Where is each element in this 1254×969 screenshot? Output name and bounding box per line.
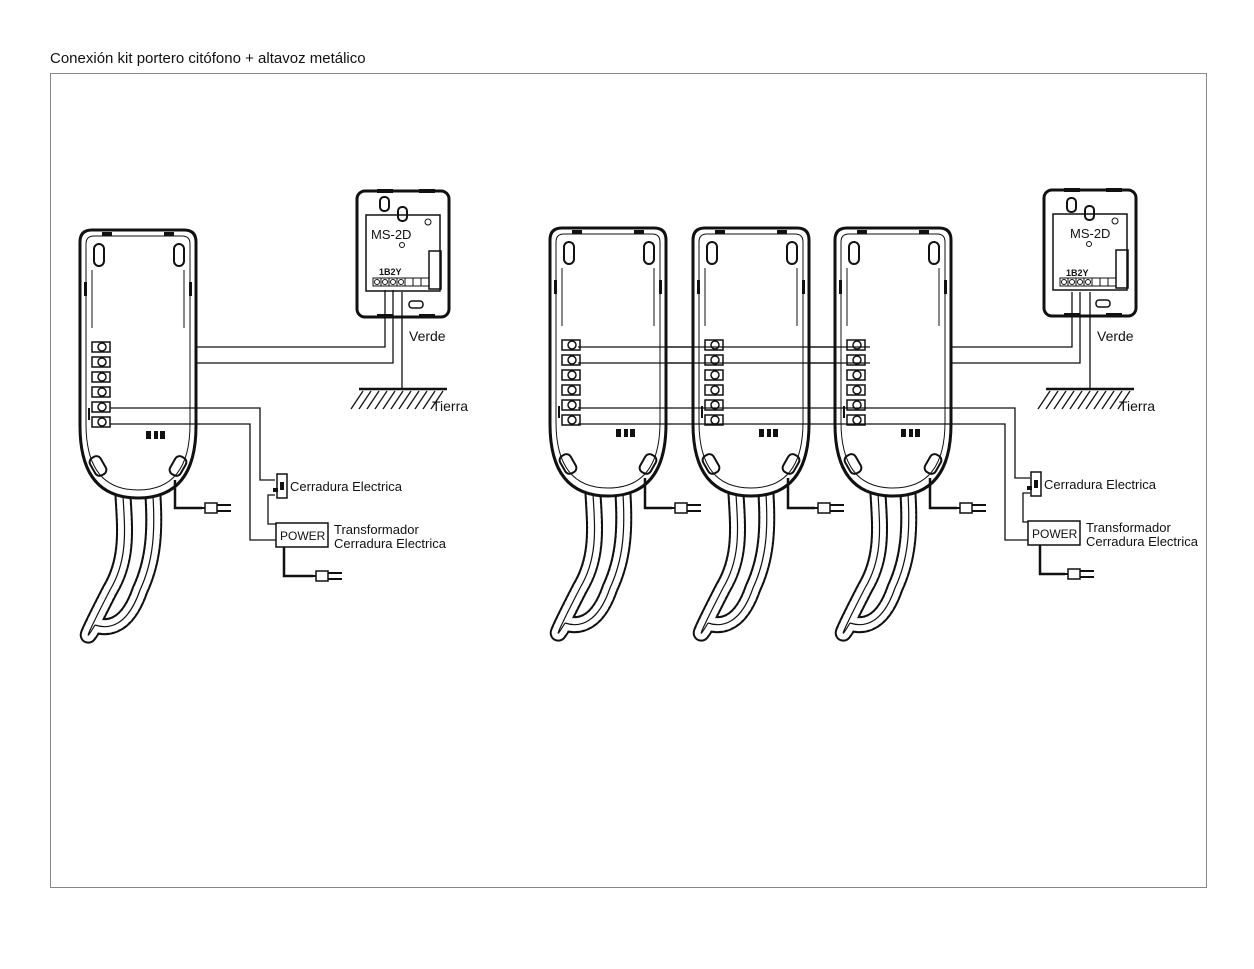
handset-intercom: [548, 226, 668, 633]
panel-terminal-label: 1B2Y: [1066, 268, 1089, 278]
power-plug-handset: [201, 502, 232, 514]
label-green: Verde: [1097, 328, 1134, 344]
panel-model-label: MS-2D: [371, 227, 411, 242]
power-plug-handset: [671, 502, 702, 514]
label-transformer-2: Cerradura Electrica: [1086, 534, 1199, 549]
label-ground: Tierra: [432, 398, 468, 414]
electric-lock: [272, 473, 288, 499]
panel-model-label: MS-2D: [1070, 226, 1110, 241]
page-title: Conexión kit portero citófono + altavoz …: [50, 50, 366, 67]
panel-terminal-label: 1B2Y: [379, 267, 402, 277]
label-lock: Cerradura Electrica: [290, 479, 403, 494]
power-box-label: POWER: [1032, 527, 1078, 541]
power-box-label: POWER: [280, 529, 326, 543]
power-transformer: POWER: [275, 522, 329, 548]
label-ground: Tierra: [1119, 398, 1155, 414]
power-plug-handset: [814, 502, 845, 514]
label-green: Verde: [409, 328, 446, 344]
wires-bus-right: [578, 346, 1050, 541]
wires-panel-left: [110, 290, 403, 389]
handset-intercom: [833, 226, 953, 633]
power-plug-transformer: [312, 570, 343, 582]
label-transformer-2: Cerradura Electrica: [334, 536, 447, 551]
power-transformer: POWER: [1027, 520, 1081, 546]
power-plug-handset: [956, 502, 987, 514]
diagram-frame: [50, 73, 1207, 888]
handset-intercom: [691, 226, 811, 633]
diagram-left: MS-2D 1B2Y Verde Tierra Cerradura Electr…: [78, 189, 468, 635]
label-transformer-1: Transformador: [334, 522, 419, 537]
label-lock: Cerradura Electrica: [1044, 477, 1157, 492]
power-plug-transformer: [1064, 568, 1095, 580]
handset-intercom: [78, 228, 198, 635]
ms-2d-panel: MS-2D 1B2Y: [355, 189, 451, 319]
label-transformer-1: Transformador: [1086, 520, 1171, 535]
ms-2d-panel: MS-2D 1B2Y: [1042, 188, 1138, 318]
diagram-right: MS-2D 1B2Y Verde Tierra: [548, 188, 1199, 633]
